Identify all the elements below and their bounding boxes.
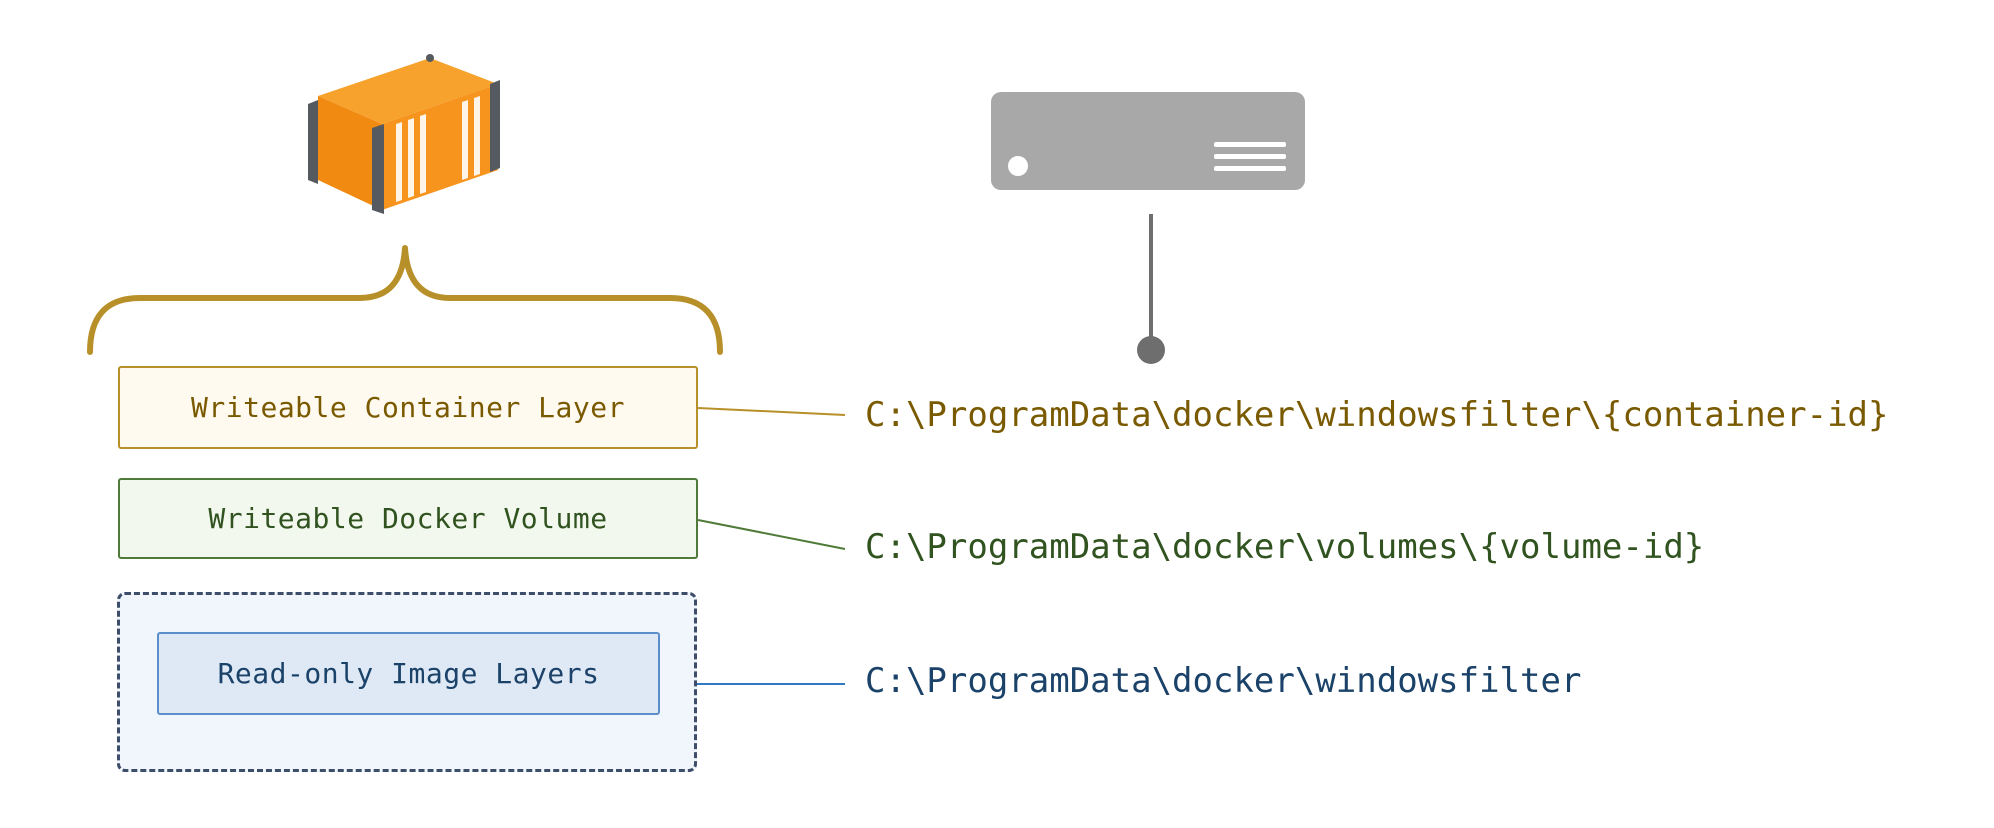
writeable-docker-volume-label: Writeable Docker Volume	[208, 502, 608, 535]
image-layers-path: C:\ProgramData\docker\windowsfilter	[865, 661, 1582, 701]
server-icon	[991, 92, 1305, 190]
docker-volume-path: C:\ProgramData\docker\volumes\{volume-id…	[865, 527, 1705, 567]
connector-container	[697, 407, 846, 416]
layer-brace	[87, 245, 723, 355]
writeable-container-layer-box: Writeable Container Layer	[118, 366, 698, 449]
read-only-image-layers-box: Read-only Image Layers	[157, 632, 660, 715]
shipping-container-icon	[308, 54, 500, 214]
container-layer-path: C:\ProgramData\docker\windowsfilter\{con…	[865, 395, 1889, 435]
writeable-docker-volume-box: Writeable Docker Volume	[118, 478, 698, 559]
mount-point-icon	[1137, 214, 1165, 364]
read-only-image-layers-label: Read-only Image Layers	[217, 657, 600, 690]
connector-volume	[697, 519, 846, 550]
writeable-container-layer-label: Writeable Container Layer	[191, 391, 625, 424]
